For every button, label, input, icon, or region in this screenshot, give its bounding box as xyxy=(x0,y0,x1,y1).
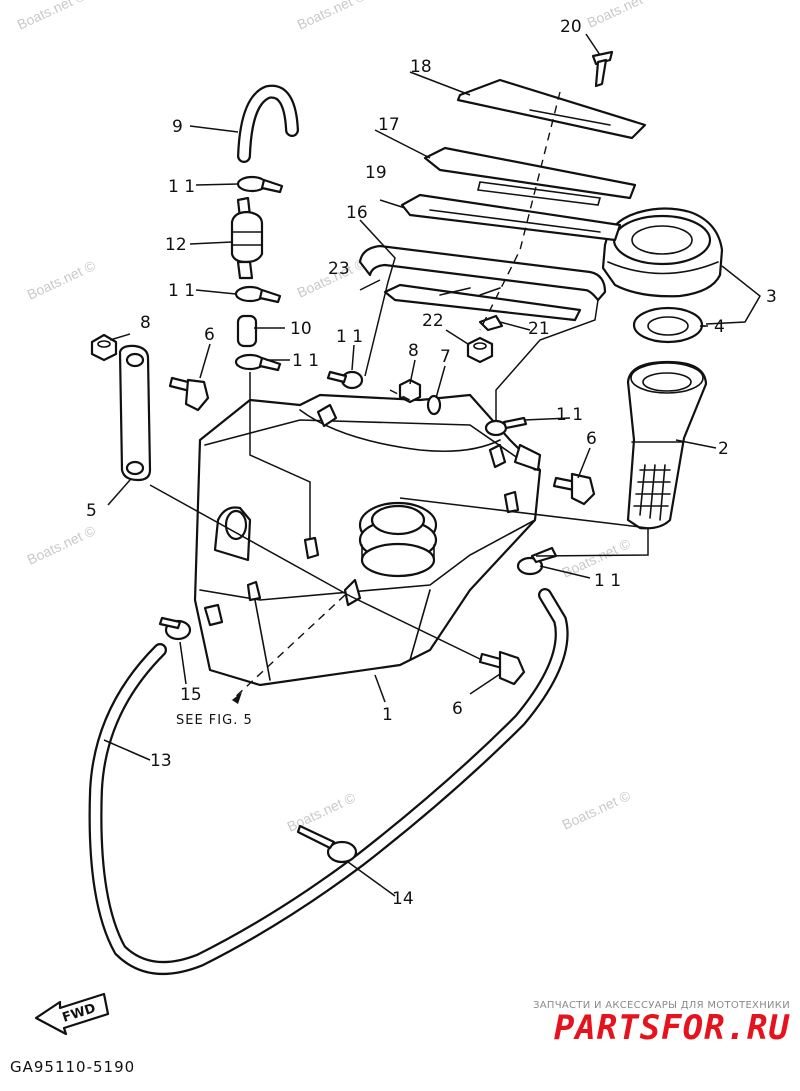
callout-layer: 20 18 17 19 16 23 9 1 1 12 1 1 8 6 10 1 … xyxy=(86,17,777,909)
arrow-head xyxy=(232,692,242,704)
callout-22: 22 xyxy=(422,311,444,331)
callout-14: 14 xyxy=(392,889,414,909)
callout-9: 9 xyxy=(172,117,183,137)
clamp-14 xyxy=(296,824,358,864)
hose-13 xyxy=(88,588,569,975)
callout-11: 1 1 xyxy=(556,405,583,425)
bracket-18 xyxy=(456,78,647,140)
callout-11: 1 1 xyxy=(168,281,195,301)
callout-12: 12 xyxy=(165,235,187,255)
callout-10: 10 xyxy=(290,319,312,339)
watermark: Boats.net © xyxy=(560,787,634,833)
clip-11b xyxy=(234,285,282,304)
band-16 xyxy=(358,244,607,322)
callout-11: 1 1 xyxy=(168,177,195,197)
fuel-filter-12 xyxy=(230,196,264,280)
callout-2: 2 xyxy=(718,439,729,459)
watermark: Boats.net © xyxy=(285,789,359,835)
leader-lines xyxy=(103,33,761,897)
bolt-6a xyxy=(168,376,210,412)
callout-11: 1 1 xyxy=(594,571,621,591)
clip-11c xyxy=(234,353,282,372)
bracket-19 xyxy=(400,193,622,242)
callout-6: 6 xyxy=(452,699,463,719)
callout-18: 18 xyxy=(410,57,432,77)
washer-7 xyxy=(426,394,442,416)
watermark: Boats.net © xyxy=(15,0,89,33)
callout-11: 1 1 xyxy=(292,351,319,371)
filler-strainer xyxy=(626,360,708,530)
tank-cap xyxy=(601,207,724,298)
bracket-5 xyxy=(118,344,152,482)
bolt-8a xyxy=(90,333,118,362)
strainer-mesh xyxy=(633,464,671,521)
nut-22 xyxy=(466,336,494,364)
watermark: Boats.net © xyxy=(585,0,659,31)
clip-11f xyxy=(516,546,558,576)
callout-6: 6 xyxy=(204,325,215,345)
bolt-6b xyxy=(552,472,596,506)
callout-6: 6 xyxy=(586,429,597,449)
callout-5: 5 xyxy=(86,501,97,521)
brand-logo[interactable]: PARTSFOR.RU xyxy=(553,1008,790,1048)
hose-9 xyxy=(237,84,299,163)
fwd-arrow: FWD xyxy=(34,992,110,1036)
cap-gasket xyxy=(632,306,704,344)
clip-11a xyxy=(236,175,284,194)
callout-11: 1 1 xyxy=(336,327,363,347)
fuel-tank xyxy=(193,393,542,687)
clamp-15 xyxy=(158,616,192,641)
clip-11d xyxy=(326,370,364,390)
callout-15: 15 xyxy=(180,685,202,705)
watermark: Boats.net © xyxy=(25,257,99,303)
watermark: Boats.net © xyxy=(295,0,369,33)
callout-13: 13 xyxy=(150,751,172,771)
callout-7: 7 xyxy=(440,347,451,367)
callout-8: 8 xyxy=(140,313,151,333)
see-fig-note: SEE FIG. 5 xyxy=(176,713,253,728)
hose-10 xyxy=(236,314,258,348)
watermark: Boats.net © xyxy=(25,522,99,568)
callout-3: 3 xyxy=(766,287,777,307)
callout-19: 19 xyxy=(365,163,387,183)
callout-20: 20 xyxy=(560,17,582,37)
callout-17: 17 xyxy=(378,115,400,135)
callout-4: 4 xyxy=(714,317,725,337)
diagram-code: GA95110-5190 xyxy=(10,1058,136,1076)
brand-subtitle: ЗАПЧАСТИ И АКСЕССУАРЫ ДЛЯ МОТОТЕХНИКИ xyxy=(533,1000,790,1011)
bracket-17 xyxy=(423,146,637,206)
screw-20 xyxy=(591,50,614,88)
bolt-6c xyxy=(478,650,526,686)
nut-8b xyxy=(398,378,422,404)
callout-21: 21 xyxy=(528,319,550,339)
callout-23: 23 xyxy=(328,259,350,279)
clip-21 xyxy=(478,314,504,332)
callout-1: 1 xyxy=(382,705,393,725)
callout-16: 16 xyxy=(346,203,368,223)
callout-8: 8 xyxy=(408,341,419,361)
clip-11e xyxy=(484,416,528,437)
